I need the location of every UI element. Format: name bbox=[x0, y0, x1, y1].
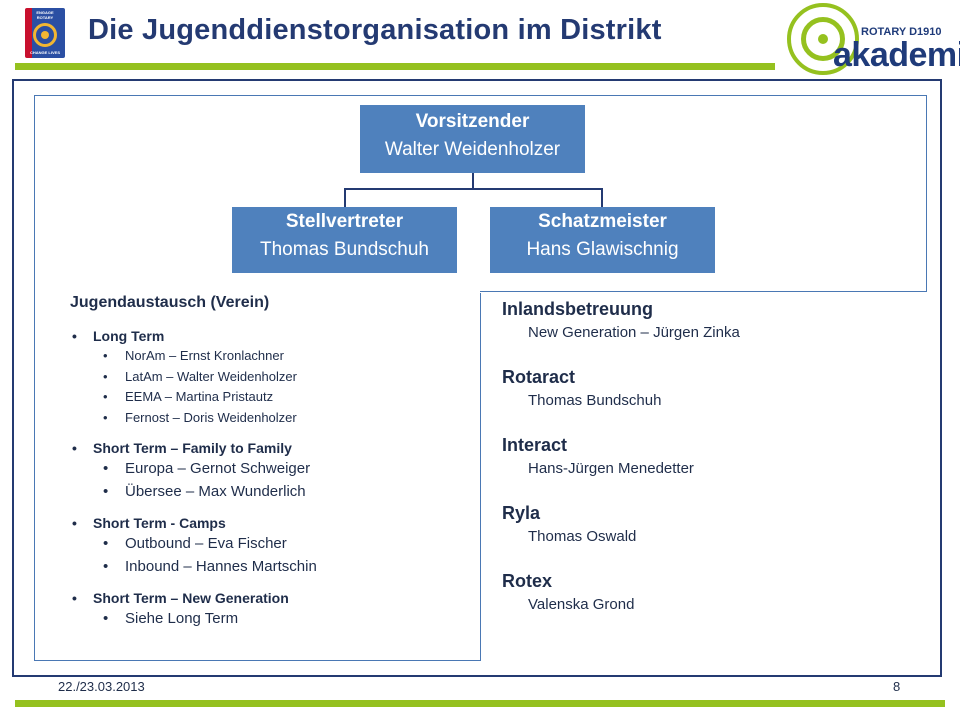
deputy-name: Thomas Bundschuh bbox=[260, 239, 429, 260]
rotary-akademie-logo: ROTARY D1910 akademie bbox=[785, 0, 960, 78]
title-divider bbox=[15, 63, 775, 70]
list-item: Fernost – Doris Weidenholzer bbox=[70, 408, 470, 429]
org-chart-frame bbox=[34, 95, 927, 293]
domestic-person: Thomas Oswald bbox=[528, 528, 637, 545]
page-title: Die Jugenddienstorganisation im Distrikt bbox=[88, 14, 662, 46]
logo-right-top-text: ROTARY D1910 bbox=[861, 26, 942, 38]
exchange-heading: Jugendaustausch (Verein) bbox=[70, 294, 270, 311]
domestic-heading: Interact bbox=[502, 435, 568, 455]
domestic-heading: Ryla bbox=[502, 503, 541, 523]
domestic-person: Hans-Jürgen Menedetter bbox=[528, 460, 694, 477]
domestic-person: Thomas Bundschuh bbox=[528, 392, 662, 409]
exchange-group-family: Short Term – Family to Family Europa – G… bbox=[70, 438, 470, 503]
group-label: Short Term - Camps bbox=[70, 513, 470, 533]
deputy-role: Stellvertreter bbox=[285, 211, 404, 232]
domestic-person: New Generation – Jürgen Zinka bbox=[528, 324, 740, 341]
rotary-wheel-icon bbox=[33, 23, 57, 47]
exchange-section: Jugendaustausch (Verein) Long Term NorAm… bbox=[70, 294, 470, 641]
list-item: NorAm – Ernst Kronlachner bbox=[70, 346, 470, 367]
exchange-group-long-term: Long Term NorAm – Ernst Kronlachner LatA… bbox=[70, 326, 470, 428]
org-connector bbox=[472, 173, 474, 189]
logo-right-bottom-text: akademie bbox=[833, 36, 960, 74]
org-connector bbox=[601, 188, 603, 207]
domestic-item: Rotex Valenska Grond bbox=[502, 568, 922, 616]
deputy-box: Stellvertreter Thomas Bundschuh bbox=[232, 207, 457, 273]
domestic-item: Ryla Thomas Oswald bbox=[502, 500, 922, 548]
treasurer-role: Schatzmeister bbox=[538, 211, 667, 232]
treasurer-box: Schatzmeister Hans Glawischnig bbox=[490, 207, 715, 273]
logo-left-top-text: ENGAGE ROTARY bbox=[36, 10, 54, 20]
footer-divider bbox=[15, 700, 945, 707]
frame-line bbox=[926, 95, 927, 292]
treasurer-name: Hans Glawischnig bbox=[526, 239, 679, 260]
group-label: Short Term – Family to Family bbox=[70, 438, 470, 458]
domestic-item: Rotaract Thomas Bundschuh bbox=[502, 364, 922, 412]
list-item: Siehe Long Term bbox=[70, 608, 470, 631]
domestic-heading: Rotex bbox=[502, 571, 553, 591]
list-item: Inbound – Hannes Martschin bbox=[70, 556, 470, 579]
chair-box: Vorsitzender Walter Weidenholzer bbox=[360, 105, 585, 173]
list-item: Übersee – Max Wunderlich bbox=[70, 481, 470, 504]
exchange-frame bbox=[34, 293, 481, 661]
logo-left-bottom-text: CHANGE LIVES bbox=[29, 49, 60, 55]
chair-name: Walter Weidenholzer bbox=[384, 139, 561, 160]
domestic-heading: Inlandsbetreuung bbox=[502, 299, 654, 319]
page-number: 8 bbox=[893, 679, 901, 694]
frame-line bbox=[480, 291, 927, 292]
list-item: Europa – Gernot Schweiger bbox=[70, 458, 470, 481]
list-item: LatAm – Walter Weidenholzer bbox=[70, 367, 470, 388]
domestic-section: Inlandsbetreuung New Generation – Jürgen… bbox=[502, 296, 922, 636]
group-label: Short Term – New Generation bbox=[70, 588, 470, 608]
org-connector bbox=[344, 188, 346, 207]
domestic-item: Interact Hans-Jürgen Menedetter bbox=[502, 432, 922, 480]
list-item: EEMA – Martina Pristautz bbox=[70, 387, 470, 408]
list-item: Outbound – Eva Fischer bbox=[70, 533, 470, 556]
domestic-heading: Rotaract bbox=[502, 367, 576, 387]
org-connector bbox=[344, 188, 603, 190]
rotary-wheel-icon bbox=[787, 3, 859, 75]
group-label: Long Term bbox=[70, 326, 470, 346]
domestic-person: Valenska Grond bbox=[528, 596, 635, 613]
footer-date: 22./23.03.2013 bbox=[58, 679, 145, 694]
chair-role: Vorsitzender bbox=[415, 111, 530, 132]
domestic-item: Inlandsbetreuung New Generation – Jürgen… bbox=[502, 296, 922, 344]
exchange-group-new-generation: Short Term – New Generation Siehe Long T… bbox=[70, 588, 470, 631]
exchange-group-camps: Short Term - Camps Outbound – Eva Fische… bbox=[70, 513, 470, 578]
rotary-engage-logo: ENGAGE ROTARY CHANGE LIVES bbox=[25, 8, 65, 58]
